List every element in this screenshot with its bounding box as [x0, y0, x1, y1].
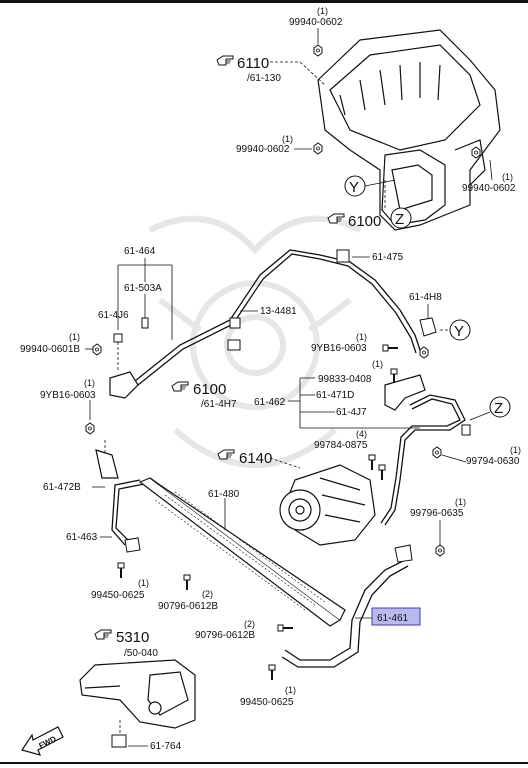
pipe-joint-icon[interactable] [384, 374, 426, 411]
condenser[interactable] [138, 477, 346, 627]
label-qty: (1) [282, 134, 293, 144]
ref-6100-mid[interactable]: 6100 [193, 381, 226, 398]
part-label[interactable]: 99784-0875 [314, 440, 368, 451]
part-label[interactable]: 61-463 [66, 532, 98, 543]
label-qty: (1) [69, 332, 80, 342]
ref-6140[interactable]: 6140 [239, 450, 272, 467]
bolt-icon[interactable] [368, 454, 376, 471]
part-label[interactable]: 99940-0602 [462, 183, 516, 194]
marker-y: Y [349, 179, 359, 196]
part-label-highlighted[interactable]: 61-461 [377, 613, 409, 624]
label-qty: (1) [510, 445, 521, 455]
highlight-61-461[interactable] [371, 607, 421, 626]
label-qty: (1) [317, 6, 328, 16]
part-label[interactable]: 99450-0625 [240, 697, 294, 708]
part-label[interactable]: 9YB16-0603 [311, 343, 367, 354]
label-qty: (1) [84, 378, 95, 388]
cap-icon[interactable] [461, 424, 471, 436]
nut-icon[interactable] [432, 446, 442, 459]
marker-y-circle [449, 319, 471, 341]
hand-pointer-icon [217, 449, 235, 460]
marker-z-circle [390, 207, 412, 229]
part-label[interactable]: 61-4J7 [336, 407, 367, 418]
fwd-arrow-icon: FWD [21, 726, 64, 756]
marker-y: Y [454, 323, 464, 340]
clip-icon[interactable] [336, 249, 350, 263]
refrigerant-lines [111, 249, 466, 668]
sensor-icon[interactable] [141, 317, 149, 329]
ref-6100-top[interactable]: 6100 [348, 213, 381, 230]
ac-compressor[interactable] [279, 464, 376, 546]
pipe-joint-icon[interactable] [109, 371, 139, 399]
part-label[interactable]: 99940-0601B [20, 344, 80, 355]
bolt-icon[interactable] [382, 344, 399, 352]
clip-icon[interactable] [229, 317, 241, 329]
ref-6110[interactable]: 6110 [237, 55, 269, 72]
part-label[interactable]: 61-472B [43, 482, 81, 493]
part-label[interactable]: 99833-0408 [318, 374, 372, 385]
ref-5310-sub[interactable]: /50-040 [124, 648, 158, 659]
label-qty: (2) [244, 619, 255, 629]
top-border [0, 0, 528, 3]
bottom-border [0, 762, 528, 764]
label-qty: (1) [502, 172, 513, 182]
fastener-icon[interactable] [471, 146, 481, 159]
marker-z: Z [395, 211, 404, 228]
label-qty: (1) [356, 332, 367, 342]
nut-icon[interactable] [85, 422, 95, 435]
part-label[interactable]: 61-4H8 [409, 292, 442, 303]
bolt-icon[interactable] [183, 574, 191, 591]
bolt-icon[interactable] [268, 664, 276, 681]
part-label[interactable]: 13-4481 [260, 306, 297, 317]
nut-icon[interactable] [435, 544, 445, 557]
label-qty: (1) [285, 685, 296, 695]
fastener-icon[interactable] [313, 44, 323, 57]
part-label[interactable]: 61-503A [124, 283, 162, 294]
label-qty: (2) [202, 589, 213, 599]
bracket-icon[interactable] [419, 317, 437, 337]
part-label[interactable]: 61-471D [316, 390, 354, 401]
label-qty: (1) [138, 578, 149, 588]
ref-6110-sub[interactable]: /61-130 [247, 73, 281, 84]
part-label[interactable]: 9YB16-0603 [40, 390, 96, 401]
sensor-icon[interactable] [111, 734, 127, 748]
marker-z-circle [489, 396, 511, 418]
pipe-joint-icon[interactable] [124, 537, 141, 553]
part-label[interactable]: 61-480 [208, 489, 240, 500]
part-label[interactable]: 99940-0602 [236, 144, 290, 155]
part-label[interactable]: 99796-0635 [410, 508, 464, 519]
label-qty: (1) [455, 497, 466, 507]
pipe-joint-icon[interactable] [394, 544, 413, 563]
part-label[interactable]: 61-462 [254, 397, 286, 408]
radiator-support [79, 659, 196, 729]
bolt-icon[interactable] [378, 464, 386, 481]
label-qty: (4) [356, 429, 367, 439]
ref-5310[interactable]: 5310 [116, 629, 149, 646]
part-label[interactable]: 99794-0630 [466, 456, 520, 467]
part-label[interactable]: 61-464 [124, 246, 156, 257]
part-label[interactable]: 99940-0602 [289, 17, 343, 28]
clip-icon[interactable] [227, 339, 241, 351]
bolt-icon[interactable] [277, 624, 294, 632]
part-label[interactable]: 90796-0612B [158, 601, 218, 612]
cap-icon[interactable] [113, 333, 123, 343]
part-label[interactable]: 99450-0625 [91, 590, 145, 601]
bolt-icon[interactable] [117, 562, 125, 579]
part-label[interactable]: 61-764 [150, 741, 182, 752]
hand-pointer-icon [171, 381, 189, 392]
label-qty: (1) [372, 359, 383, 369]
marker-z: Z [494, 400, 503, 417]
bracket-icon[interactable] [95, 449, 119, 479]
fastener-icon[interactable] [313, 142, 323, 155]
hand-pointer-icon [216, 55, 234, 66]
nut-icon[interactable] [92, 343, 102, 356]
ref-6100-mid-sub[interactable]: /61-4H7 [201, 399, 237, 410]
part-label[interactable]: 61-4J6 [98, 310, 129, 321]
part-label[interactable]: 61-475 [372, 252, 404, 263]
hvac-unit [317, 29, 501, 231]
nut-icon[interactable] [419, 346, 429, 359]
hand-pointer-icon [94, 629, 112, 640]
part-label[interactable]: 90796-0612B [195, 630, 255, 641]
